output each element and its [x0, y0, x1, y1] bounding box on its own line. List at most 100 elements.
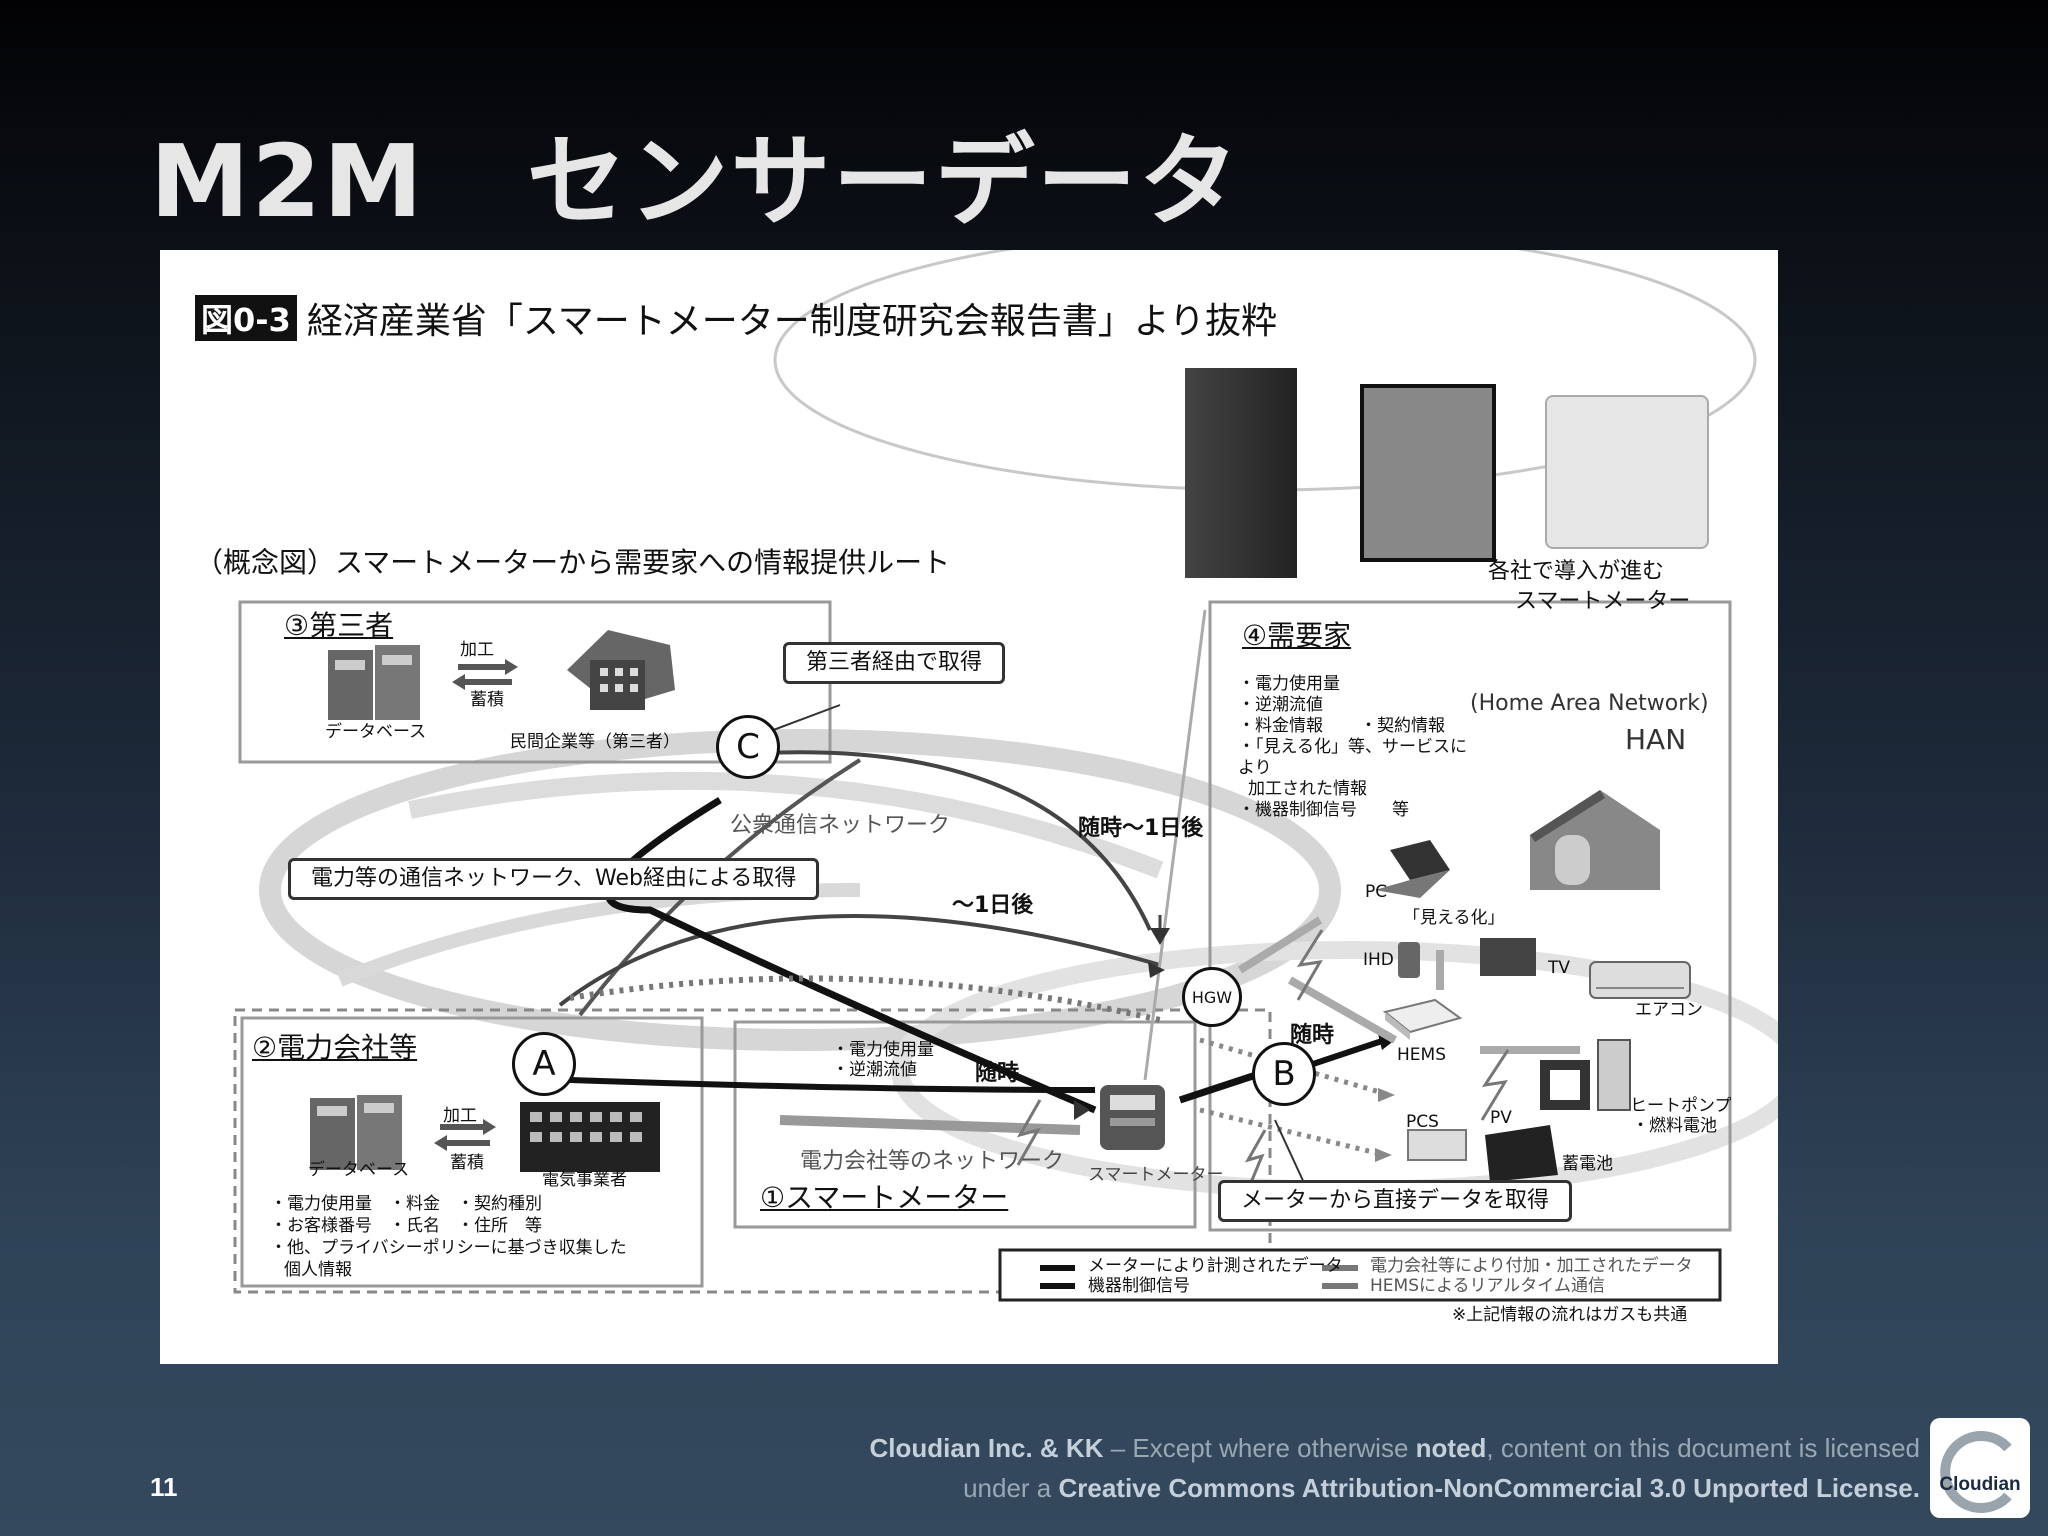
timing-realtime-1day: 随時〜1日後: [1078, 816, 1204, 841]
meters-caption-2: スマートメーター: [1515, 589, 1691, 614]
meter-timing: 随時: [975, 1061, 1020, 1086]
utility-info-3: ・他、プライバシーポリシーに基づき収集した: [270, 1238, 627, 1258]
utility-dashed-box: [233, 1008, 1272, 1294]
consumer-box: [1208, 600, 1732, 1232]
utility-info-4: 個人情報: [284, 1260, 352, 1280]
figure-panel: 図0-3 経済産業省「スマートメーター制度研究会報告書」より抜粋 （概念図）スマ…: [160, 250, 1778, 1364]
web-acquisition-label: 電力等の通信ネットワーク、Web経由による取得: [288, 858, 820, 900]
cloudian-logo-text: Cloudian: [1939, 1474, 2021, 1495]
database-icon-utility: [310, 1095, 402, 1170]
node-c: C: [716, 715, 780, 779]
consumer-item-5: より: [1238, 758, 1272, 778]
footer-under: under a: [963, 1473, 1059, 1503]
legend-metered: メーターにより計測されたデータ: [1088, 1256, 1343, 1276]
consumer-item-2: ・逆潮流値: [1238, 695, 1323, 715]
timing-realtime-b: 随時: [1290, 1023, 1335, 1048]
consumer-item-1: ・電力使用量: [1238, 674, 1340, 694]
utility-box: [240, 1016, 704, 1288]
utility-operator: 電気事業者: [542, 1170, 627, 1190]
third-party-database: データベース: [325, 722, 427, 742]
power-company-building-icon: [520, 1102, 660, 1172]
footer-period: .: [1912, 1473, 1920, 1503]
utility-process: 加工: [443, 1106, 477, 1126]
figure-caption-text: 経済産業省「スマートメーター制度研究会報告書」より抜粋: [306, 301, 1278, 342]
consumer-item-7b: 等: [1392, 800, 1409, 820]
gas-note: ※上記情報の流れはガスも共通: [1452, 1305, 1688, 1325]
hems-icon: [1382, 998, 1463, 1040]
license-link[interactable]: Creative Commons Attribution-NonCommerci…: [1058, 1473, 1913, 1503]
utility-info-2: ・お客様番号 ・氏名 ・住所 等: [270, 1216, 542, 1236]
smart-meter-label: スマートメーター: [1088, 1165, 1224, 1185]
footer-org: Cloudian Inc. & KK: [869, 1433, 1104, 1463]
hgw-node: HGW: [1182, 967, 1242, 1027]
device-battery-label: 蓄電池: [1562, 1154, 1613, 1174]
meter-data-1: ・電力使用量: [832, 1040, 934, 1060]
device-pc-label: PC: [1365, 882, 1388, 902]
tv-icon: [1480, 938, 1536, 976]
direct-acquisition-label: メーターから直接データを取得: [1218, 1180, 1573, 1222]
footer-rest: , content on this document is licensed: [1486, 1433, 1920, 1463]
via-third-party-label: 第三者経由で取得: [783, 642, 1006, 684]
node-b: B: [1252, 1042, 1316, 1106]
meter-box: [733, 1020, 1197, 1229]
figure-badge: 図0-3: [195, 295, 297, 341]
legend-hems-realtime: HEMSによるリアルタイム通信: [1370, 1276, 1605, 1296]
consumer-item-6: 加工された情報: [1248, 779, 1367, 799]
public-network-label: 公衆通信ネットワーク: [730, 813, 951, 838]
utility-database: データベース: [308, 1160, 410, 1180]
third-party-building-icon: [567, 630, 675, 710]
device-heatpump-label-2: ・燃料電池: [1632, 1116, 1717, 1136]
node-a: A: [512, 1032, 576, 1096]
meter-box-title: ①スマートメーター: [760, 1181, 1009, 1214]
smart-meter-icon: [1100, 1085, 1165, 1150]
meter-photo-1: [1185, 368, 1297, 578]
device-aircon-label: エアコン: [1635, 1000, 1703, 1020]
han-full-label: (Home Area Network): [1470, 691, 1709, 716]
utility-title: ②電力会社等: [252, 1031, 418, 1064]
device-tv-label: TV: [1548, 958, 1571, 978]
public-network-ellipse: [259, 729, 1341, 1051]
footer-noted: noted: [1415, 1433, 1487, 1463]
device-pcs-label: PCS: [1406, 1112, 1439, 1132]
ihd-icon: [1398, 942, 1420, 978]
license-footer: Cloudian Inc. & KK – Except where otherw…: [869, 1428, 1920, 1508]
laptop-icon: [1375, 840, 1450, 898]
meter-data-2: ・逆潮流値: [832, 1060, 917, 1080]
third-party-process: 加工: [460, 640, 494, 660]
legend-box: [998, 1248, 1722, 1302]
process-arrows-utility: [434, 1119, 496, 1151]
meter-photo-2: [1360, 384, 1496, 562]
meter-photo-3: [1545, 395, 1709, 549]
footer-dash: – Except where otherwise: [1103, 1433, 1416, 1463]
meter-network-label: 電力会社等のネットワーク: [800, 1149, 1065, 1174]
consumer-item-3: ・料金情報: [1238, 716, 1323, 736]
pcs-icon: [1407, 1129, 1467, 1161]
consumer-item-7: ・機器制御信号: [1238, 800, 1357, 820]
pv-panel-icon: [1485, 1125, 1558, 1182]
utility-store: 蓄積: [450, 1153, 484, 1173]
legend-processed: 電力会社等により付加・加工されたデータ: [1370, 1256, 1693, 1276]
han-label: HAN: [1625, 723, 1687, 756]
cloudian-logo: Cloudian: [1930, 1418, 2030, 1518]
house-icon: [1530, 790, 1660, 890]
device-visualization-label: 「見える化」: [1403, 908, 1505, 928]
device-ihd-label: IHD: [1363, 950, 1394, 970]
meters-caption-1: 各社で導入が進む: [1488, 559, 1665, 584]
process-arrows-third-party: [452, 659, 518, 690]
timing-1day: 〜1日後: [952, 893, 1034, 918]
figure-caption: 図0-3 経済産業省「スマートメーター制度研究会報告書」より抜粋: [195, 292, 1277, 344]
device-pv-label: PV: [1490, 1108, 1512, 1128]
aircon-icon: [1589, 961, 1691, 999]
consumer-item-4: ・「見える化」等、サービスに: [1238, 737, 1467, 757]
device-heatpump-label-1: ヒートポンプ: [1630, 1096, 1732, 1116]
third-party-company: 民間企業等（第三者）: [510, 732, 680, 752]
consumer-title: ④需要家: [1242, 619, 1352, 652]
device-hems-label: HEMS: [1397, 1045, 1446, 1065]
consumer-item-3b: ・契約情報: [1360, 716, 1445, 736]
concept-title: （概念図）スマートメーターから需要家への情報提供ルート: [195, 546, 951, 579]
heatpump-icon: [1540, 1039, 1631, 1111]
third-party-title: ③第三者: [284, 609, 394, 642]
legend-control: 機器制御信号: [1088, 1276, 1190, 1296]
utility-info-1: ・電力使用量 ・料金 ・契約種別: [270, 1194, 542, 1214]
third-party-store: 蓄積: [470, 690, 504, 710]
